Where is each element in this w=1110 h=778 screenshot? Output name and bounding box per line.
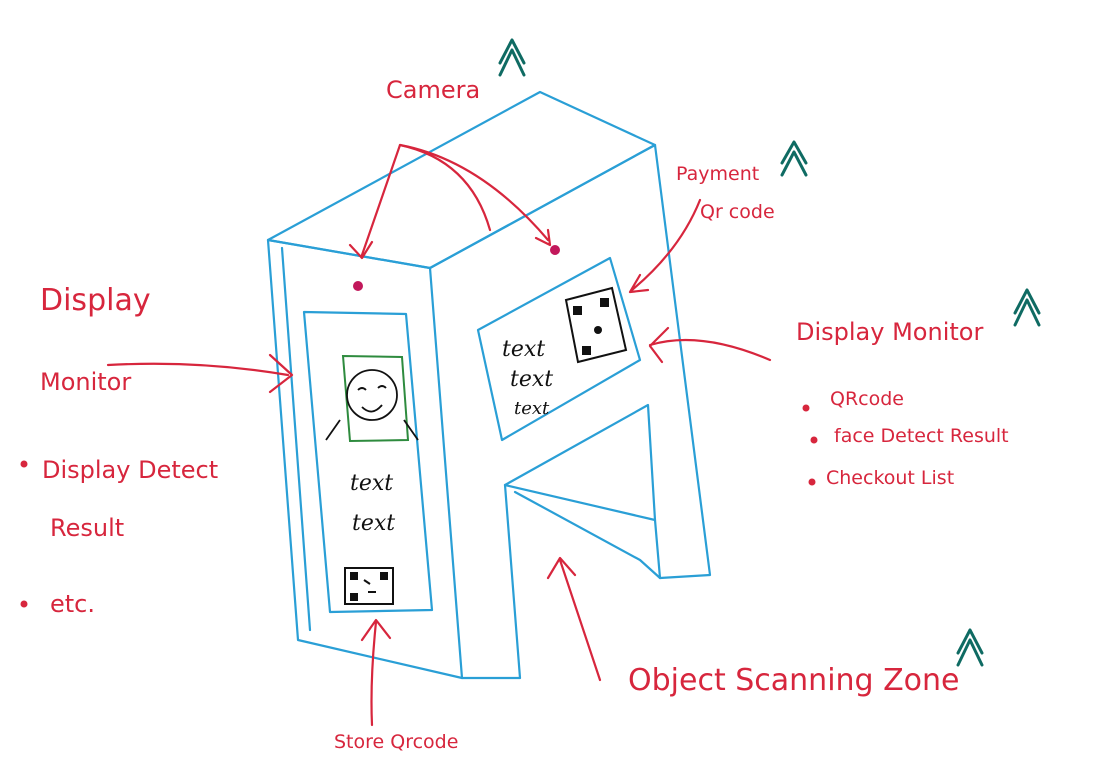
chevron-up-icon — [956, 628, 984, 667]
qr-code-icon — [564, 286, 628, 364]
annotation-arrows — [106, 143, 772, 727]
display-detect-result: Result — [50, 514, 124, 542]
chevron-up-icon — [1013, 288, 1041, 327]
left-screen-text-2: text — [352, 511, 395, 536]
payment-qr-label: Qr code — [700, 201, 775, 223]
camera-dot-icon — [353, 281, 363, 291]
display-detect-label: Display Detect — [42, 456, 218, 484]
right-screen-text-2: text — [510, 367, 553, 392]
right-bullet-face: face Detect Result — [834, 425, 1009, 447]
right-screen-text-3: text — [514, 398, 550, 419]
etc-label: etc. — [50, 590, 95, 618]
object-scanning-zone-label: Object Scanning Zone — [628, 663, 960, 698]
bullet — [20, 600, 28, 608]
chevron-up-icon — [780, 140, 808, 177]
camera-dot-icon — [550, 245, 560, 255]
right-bullet-qrcode: QRcode — [830, 388, 904, 410]
bullet — [20, 460, 28, 468]
left-screen-text-1: text — [350, 471, 393, 496]
left-display-screen — [302, 310, 434, 614]
display-left-monitor: Monitor — [40, 368, 131, 396]
display-monitor-right-label: Display Monitor — [796, 318, 983, 346]
qr-code-icon — [344, 567, 394, 605]
store-qrcode-label: Store Qrcode — [334, 731, 458, 753]
camera-label: Camera — [386, 76, 480, 104]
payment-label: Payment — [676, 163, 759, 185]
bullet — [808, 478, 816, 486]
bullet — [802, 404, 810, 412]
display-left-title: Display — [40, 283, 151, 318]
bullet — [810, 436, 818, 444]
kiosk-outline — [266, 90, 712, 680]
right-display-screen — [476, 256, 642, 442]
face-icon — [325, 354, 419, 443]
chevron-up-icon — [498, 38, 526, 77]
right-bullet-checkout: Checkout List — [826, 467, 954, 489]
right-screen-text-1: text — [502, 337, 545, 362]
